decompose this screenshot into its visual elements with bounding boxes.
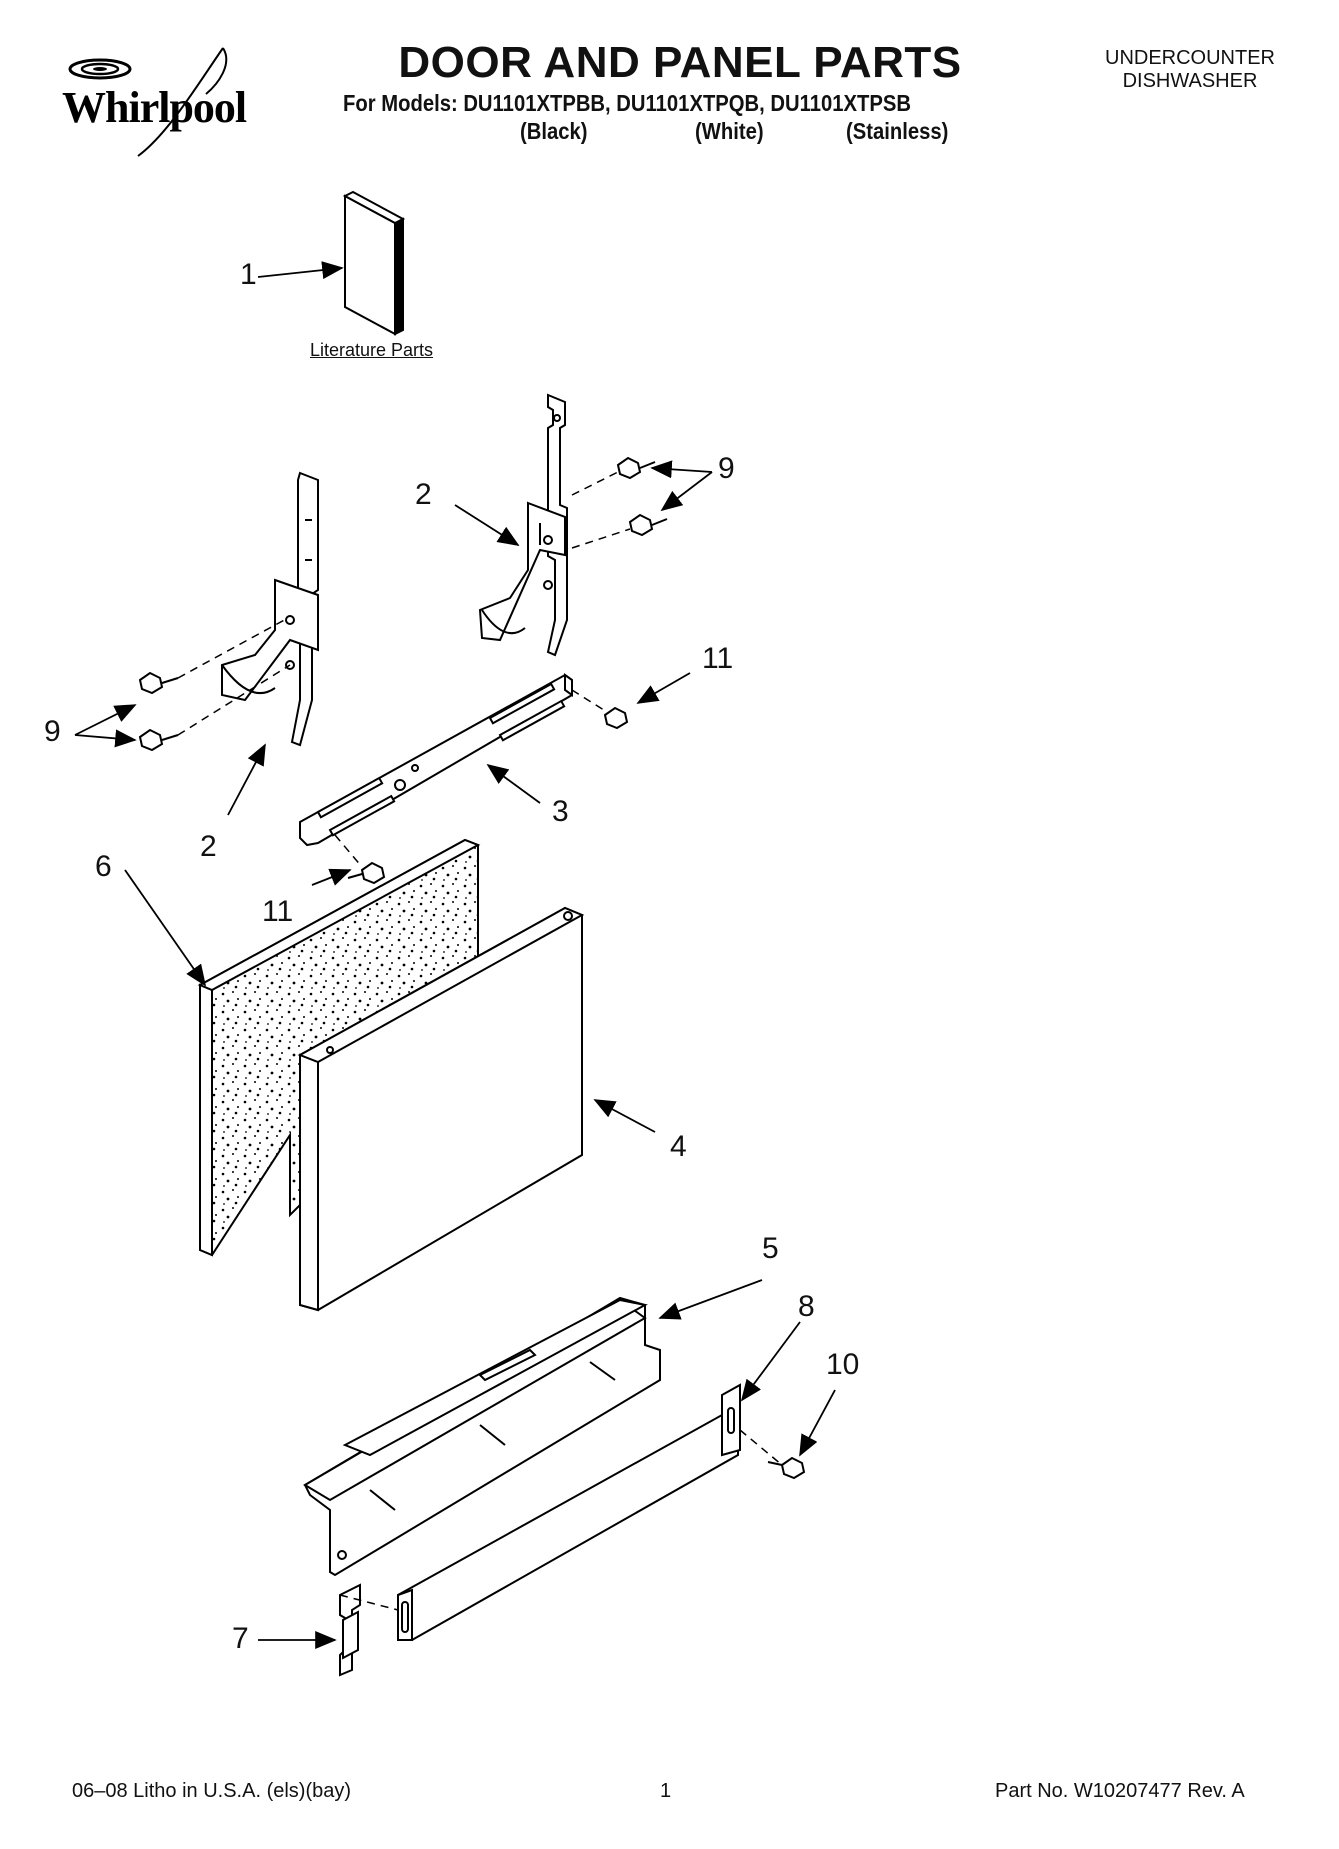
model-list: For Models: DU1101XTPBB, DU1101XTPQB, DU…: [343, 90, 912, 116]
callout-9-upper: 9: [718, 452, 735, 485]
literature-parts-label: Literature Parts: [310, 340, 434, 360]
callout-10: 10: [826, 1348, 860, 1381]
appliance-type-line2: DISHWASHER: [1122, 70, 1258, 92]
part-number: Part No. W10207477 Rev. A: [995, 1780, 1245, 1802]
variant-stainless: (Stainless): [846, 118, 949, 144]
variant-white: (White): [695, 118, 764, 144]
part-10-screw: [767, 1456, 806, 1480]
page-title: DOOR AND PANEL PARTS: [398, 38, 962, 87]
logo-swirl-graphic: [68, 47, 228, 157]
callout-2-lower: 2: [200, 830, 217, 863]
callout-1: 1: [240, 258, 257, 291]
part-5-toe-panel-frame: [303, 1296, 661, 1577]
part-3-mounting-rail: [299, 673, 573, 847]
callout-9-lower: 9: [44, 715, 61, 748]
part-11-screws: [347, 706, 629, 885]
part-1-literature: [342, 190, 406, 336]
callout-6: 6: [95, 850, 112, 883]
callout-5: 5: [762, 1232, 779, 1265]
part-9-screws-lower: [138, 671, 179, 752]
page-number: 1: [660, 1780, 672, 1802]
footer-litho: 06–08 Litho in U.S.A. (els)(bay): [72, 1780, 352, 1802]
callout-11-lower: 11: [262, 895, 294, 928]
callout-11-upper: 11: [702, 642, 734, 675]
callout-2-upper: 2: [415, 478, 432, 511]
appliance-type-line1: UNDERCOUNTER: [1105, 47, 1275, 69]
callout-3: 3: [552, 795, 569, 828]
callout-7: 7: [232, 1622, 249, 1655]
part-9-screws-upper: [616, 456, 668, 537]
variant-black: (Black): [520, 118, 588, 144]
part-2-hinge-bracket-left: [221, 471, 319, 747]
part-2-hinge-bracket-right: [478, 393, 568, 657]
callout-8: 8: [798, 1290, 815, 1323]
part-7-clip: [339, 1583, 361, 1677]
callout-4: 4: [670, 1130, 687, 1163]
part-8-kick-plate: [397, 1383, 741, 1641]
brand-wordmark: Whirlpool: [62, 83, 247, 132]
part-4-door-panel: [297, 906, 585, 1312]
whirlpool-logo: [48, 44, 278, 164]
